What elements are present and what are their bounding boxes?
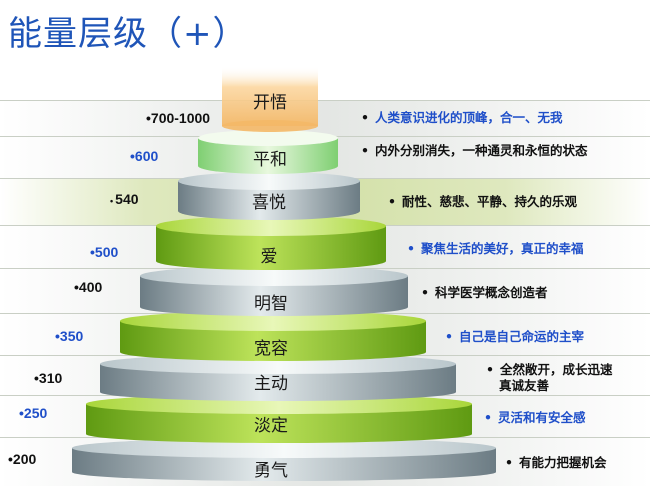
tier-label-love: 爱	[260, 247, 278, 267]
tier-love	[156, 216, 386, 270]
tier-label-acceptance: 宽容	[254, 339, 288, 359]
level-value-willing: •310	[34, 370, 63, 386]
level-desc-willing: •全然敞开，成长迅速真诚友善	[486, 362, 613, 393]
tier-label-enlightenment: 开悟	[253, 93, 287, 113]
level-desc-detached: •灵活和有安全感	[484, 410, 586, 425]
level-value-peace: •600	[130, 148, 159, 164]
level-value-reason: •400	[74, 279, 103, 295]
page-title: 能量层级（+）	[8, 14, 248, 54]
level-desc-peace: •内外分别消失，一种通灵和永恒的状态	[361, 143, 588, 158]
level-desc-acceptance: •自己是自己命运的主宰	[445, 329, 585, 344]
level-desc-enlightenment: •人类意识进化的顶峰，合一、无我	[361, 110, 563, 125]
tier-label-joy: 喜悦	[252, 193, 286, 213]
tier-willing	[100, 354, 456, 401]
level-value-courage: •200	[8, 451, 37, 467]
tier-label-courage: 勇气	[254, 461, 288, 481]
tier-label-detached: 淡定	[254, 416, 288, 436]
tier-courage	[72, 438, 496, 481]
level-value-enlightenment: •700-1000	[146, 110, 211, 126]
tier-enlightenment	[222, 66, 318, 132]
level-value-joy: •540	[110, 191, 139, 207]
tier-label-willing: 主动	[254, 374, 288, 394]
tier-reason	[140, 266, 408, 316]
level-desc-reason: •科学医学概念创造者	[421, 285, 548, 300]
band-1	[0, 100, 650, 137]
level-desc-love: •聚焦生活的美好，真正的幸福	[407, 241, 584, 256]
tier-peace	[198, 130, 338, 174]
level-desc-joy: •耐性、慈悲、平静、持久的乐观	[388, 194, 578, 209]
level-value-love: •500	[90, 244, 119, 260]
level-desc-courage: •有能力把握机会	[505, 455, 607, 470]
tier-label-reason: 明智	[254, 294, 288, 314]
tier-label-peace: 平和	[253, 150, 287, 170]
level-value-detached: •250	[19, 405, 48, 421]
tier-joy	[178, 172, 360, 220]
tier-acceptance	[120, 311, 426, 361]
level-value-acceptance: •350	[55, 328, 84, 344]
